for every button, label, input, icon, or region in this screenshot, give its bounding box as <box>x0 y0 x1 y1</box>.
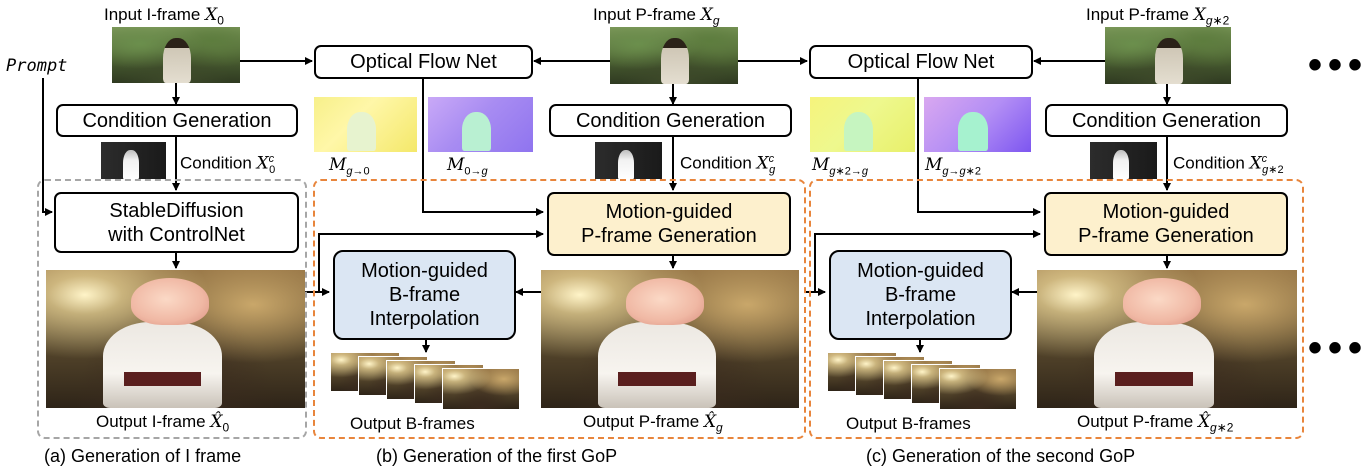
output-i-frame-image <box>46 270 305 408</box>
condition-label-g: Condition Xcg <box>680 153 776 177</box>
b-frame-interpolation-2: Motion-guided B-frame Interpolation <box>829 250 1012 340</box>
prompt-label: Prompt <box>6 56 68 76</box>
stable-diffusion-line1: StableDiffusion <box>109 199 244 222</box>
condition-generation-2: Condition Generation <box>549 104 792 137</box>
output-p-frame-g-image <box>541 270 799 408</box>
condition-label-g2: Condition Xcg∗2 <box>1173 153 1284 177</box>
p-gen-2-line1: Motion-guided <box>1102 201 1230 223</box>
b-interp-1-line3: Interpolation <box>369 308 480 330</box>
b-interp-2-line3: Interpolation <box>865 308 976 330</box>
input-p-frame-g2-image <box>1105 27 1231 84</box>
output-b-frames-label-2: Output B-frames <box>846 414 971 433</box>
stable-diffusion-controlnet: StableDiffusion with ControlNet <box>54 192 299 253</box>
condition-label-0: Condition Xc0 <box>180 153 276 177</box>
p-gen-2-line2: P-frame Generation <box>1078 225 1254 247</box>
i-frame-region <box>37 179 307 439</box>
p-frame-generation-2: Motion-guided P-frame Generation <box>1044 192 1288 256</box>
input-p-frame-g-label: Input P-frame Xg <box>593 5 720 28</box>
b-frame-interpolation-1: Motion-guided B-frame Interpolation <box>333 250 516 340</box>
output-p-frame-g2-image <box>1037 270 1297 408</box>
input-i-frame-label: Input I-frame X0 <box>104 5 224 28</box>
flow-map-g-to-0 <box>314 97 417 152</box>
flow-map-g2-to-g <box>810 97 915 152</box>
p-frame-generation-1: Motion-guided P-frame Generation <box>547 192 791 256</box>
caption-a: (a) Generation of I frame <box>44 446 242 466</box>
b-interp-1-line2: B-frame <box>388 284 461 306</box>
continuation-dots-bottom: ••• <box>1308 326 1369 370</box>
b-frames-stack-1 <box>330 352 525 410</box>
condition-generation-1: Condition Generation <box>56 104 298 137</box>
b-frames-stack-2 <box>827 352 1022 410</box>
flow-label-g2-to-g: Mg∗2→g <box>812 155 869 178</box>
p-gen-1-line2: P-frame Generation <box>581 225 757 247</box>
output-i-frame-label: Output I-frame X̂0 <box>96 412 230 435</box>
condition-image-g2 <box>1090 142 1157 179</box>
first-gop-region <box>313 179 806 439</box>
condition-image-g <box>595 142 662 179</box>
output-p-frame-g2-label: Output P-frame X̂g∗2 <box>1077 412 1234 435</box>
caption-c: (c) Generation of the second GoP <box>866 446 1136 466</box>
flow-map-g-to-g2 <box>924 97 1031 152</box>
b-interp-2-line1: Motion-guided <box>857 260 984 282</box>
flow-label-g-to-g2: Mg→g∗2 <box>925 155 982 178</box>
flow-label-0-to-g: M0→g <box>447 155 488 178</box>
caption-b: (b) Generation of the first GoP <box>376 446 618 466</box>
continuation-dots-top: ••• <box>1308 43 1369 87</box>
input-i-frame-image <box>112 27 240 83</box>
p-gen-1-line1: Motion-guided <box>605 201 733 223</box>
optical-flow-net-1: Optical Flow Net <box>314 45 533 79</box>
b-interp-1-line1: Motion-guided <box>361 260 488 282</box>
second-gop-region <box>809 179 1304 439</box>
condition-image-0 <box>101 142 166 179</box>
b-interp-2-line2: B-frame <box>884 284 957 306</box>
optical-flow-net-2: Optical Flow Net <box>809 45 1033 79</box>
flow-label-g-to-0: Mg→0 <box>329 155 370 178</box>
output-p-frame-g-label: Output P-frame X̂g <box>583 412 723 435</box>
condition-generation-3: Condition Generation <box>1045 104 1288 137</box>
input-p-frame-g2-label: Input P-frame Xg∗2 <box>1086 5 1230 28</box>
flow-map-0-to-g <box>428 97 533 152</box>
stable-diffusion-line2: with ControlNet <box>108 223 245 246</box>
input-p-frame-g-image <box>610 27 738 84</box>
output-b-frames-label-1: Output B-frames <box>350 414 475 433</box>
